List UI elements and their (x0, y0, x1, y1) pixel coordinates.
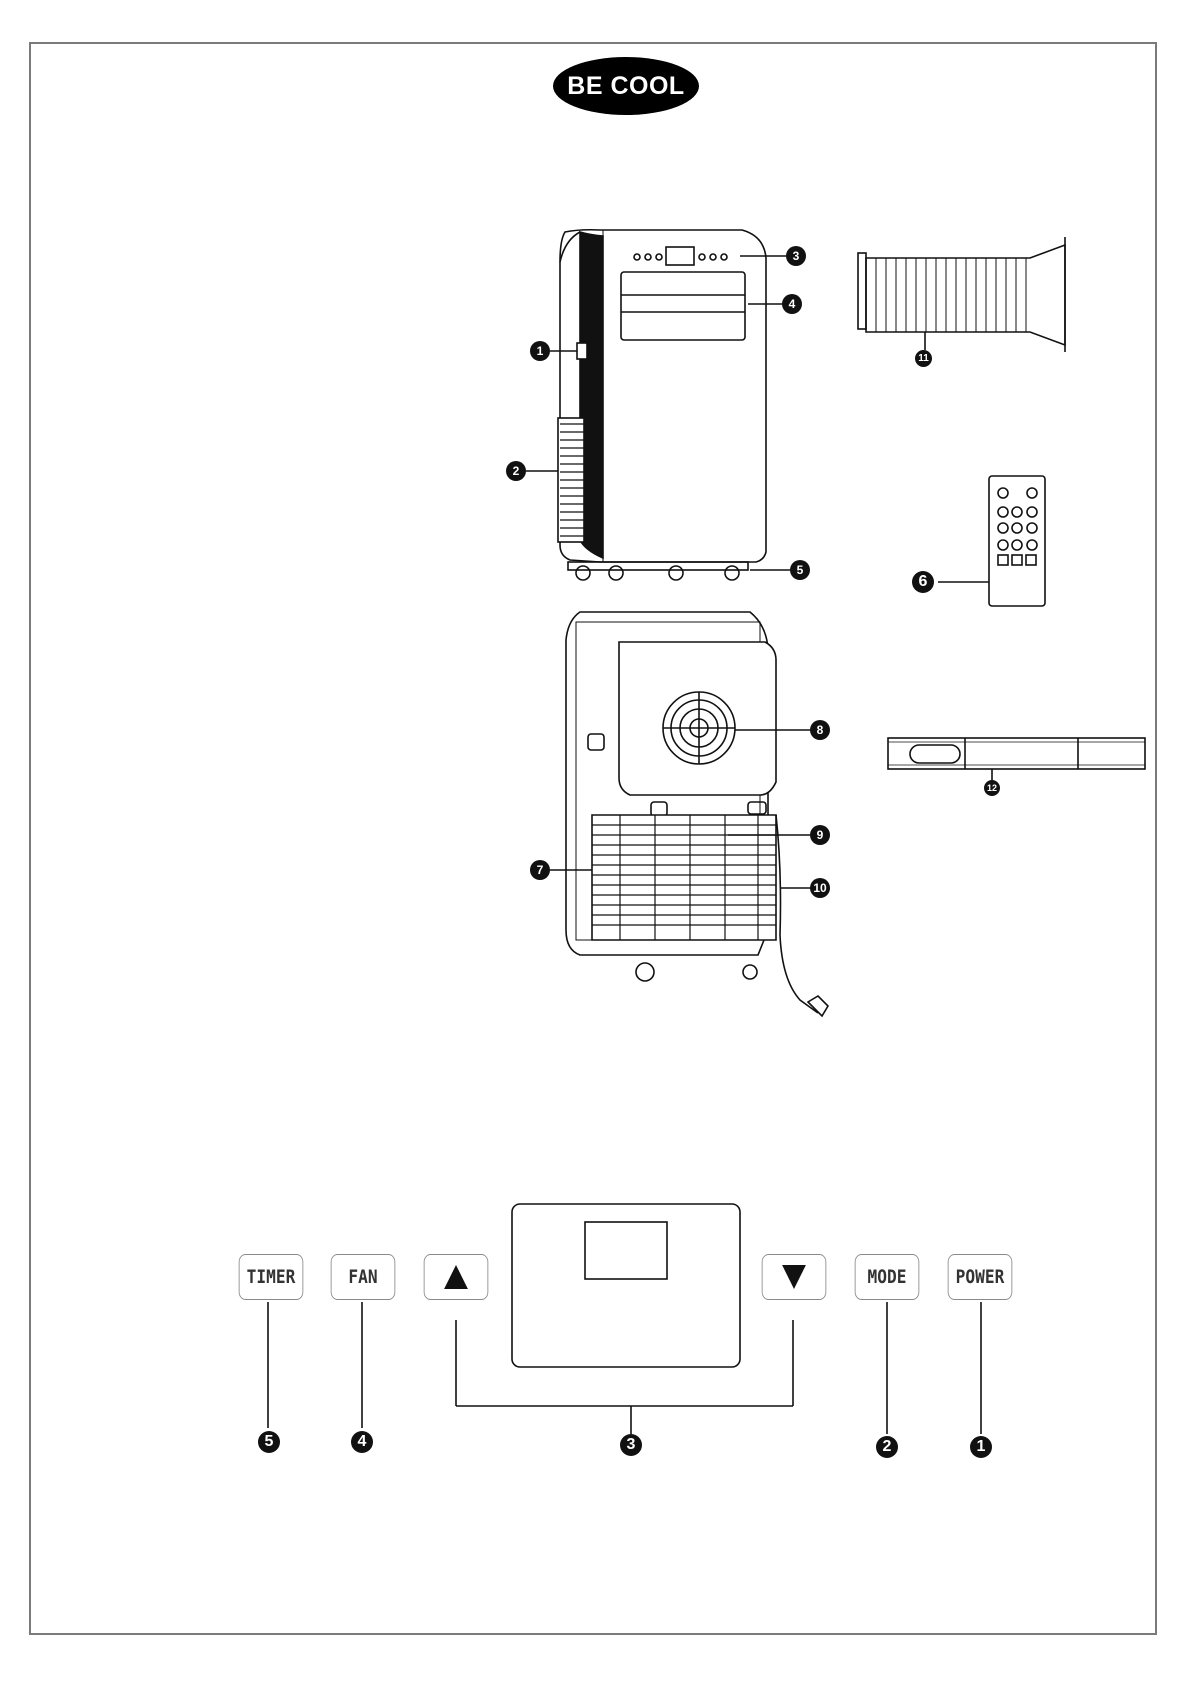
remote-control-drawing (938, 476, 1045, 606)
down-arrow-icon (780, 1263, 807, 1291)
panel-callout-arrows: 3 (620, 1434, 642, 1456)
callout-8: 8 (810, 720, 830, 740)
callout-2: 2 (506, 461, 526, 481)
callout-5: 5 (790, 560, 810, 580)
fan-button[interactable]: FAN (331, 1254, 396, 1300)
exhaust-hose-drawing (858, 237, 1065, 352)
down-button[interactable] (762, 1254, 827, 1300)
panel-callout-timer: 5 (258, 1431, 280, 1453)
callout-1: 1 (530, 341, 550, 361)
up-arrow-icon (442, 1263, 469, 1291)
callout-12: 12 (984, 780, 1000, 796)
callout-7: 7 (530, 860, 550, 880)
panel-callout-fan: 4 (351, 1431, 373, 1453)
window-kit-drawing (888, 738, 1145, 780)
control-panel-drawing (268, 1204, 981, 1434)
callout-10: 10 (810, 878, 830, 898)
timer-button[interactable]: TIMER (239, 1254, 304, 1300)
panel-callout-mode: 2 (876, 1436, 898, 1458)
mode-button[interactable]: MODE (855, 1254, 920, 1300)
up-button[interactable] (424, 1254, 489, 1300)
callout-3: 3 (786, 246, 806, 266)
panel-callout-power: 1 (970, 1436, 992, 1458)
callout-9: 9 (810, 825, 830, 845)
front-unit-drawing (526, 230, 790, 580)
rear-unit-drawing (550, 612, 828, 1016)
callout-4: 4 (782, 294, 802, 314)
callout-11: 11 (915, 350, 932, 367)
power-button[interactable]: POWER (948, 1254, 1013, 1300)
callout-6: 6 (912, 571, 934, 593)
